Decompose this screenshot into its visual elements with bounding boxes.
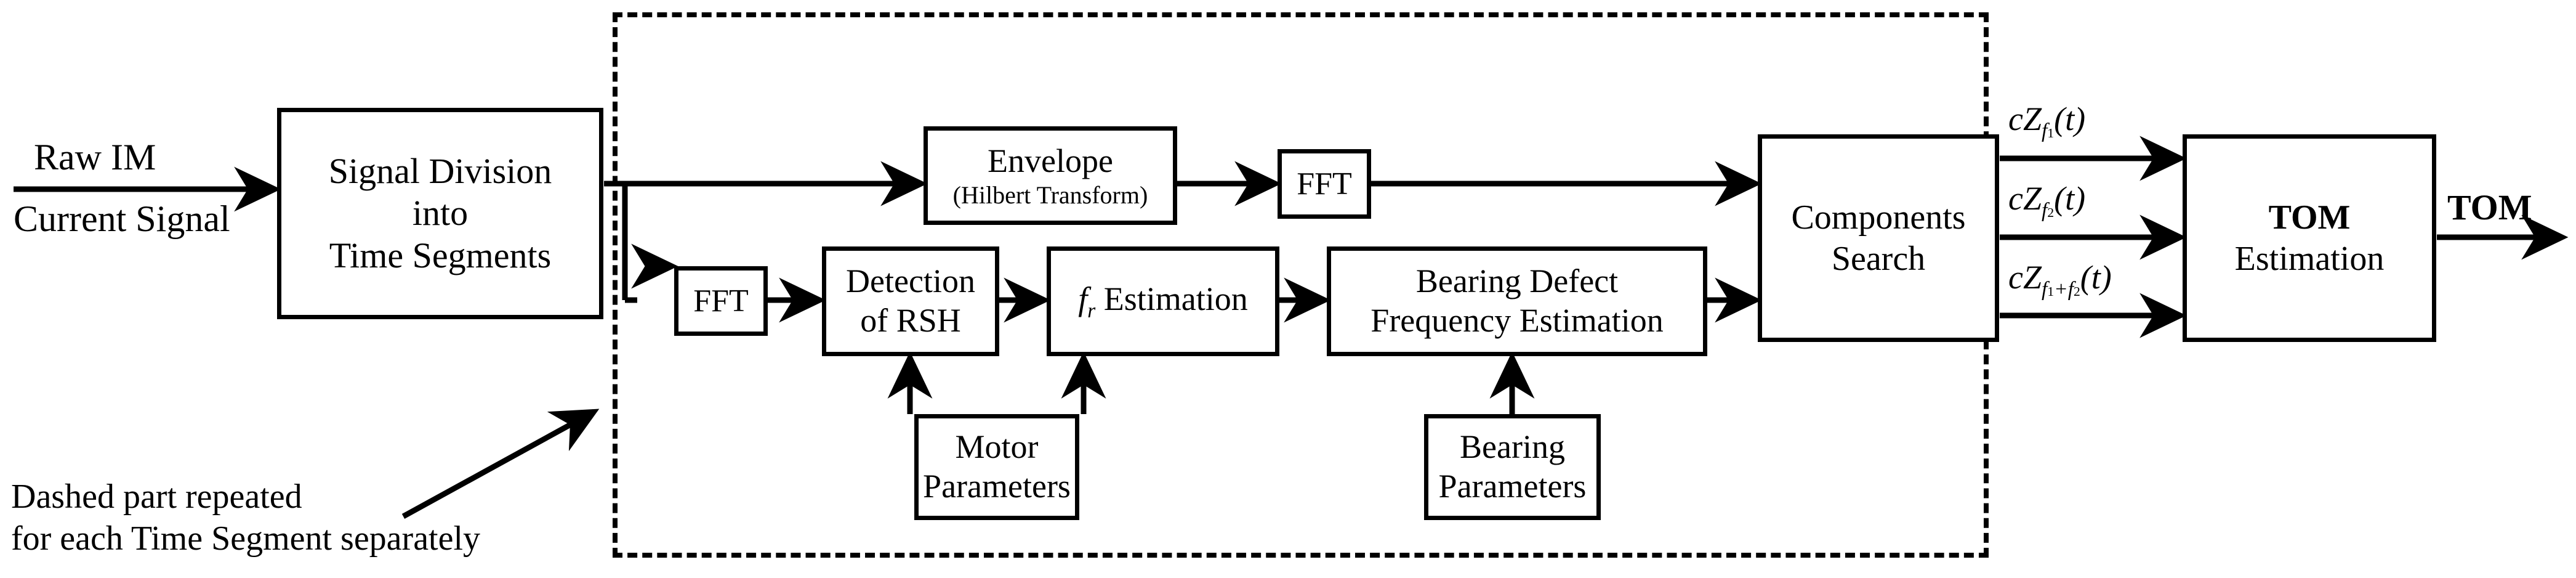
- box-signal-division-line3: Time Segments: [329, 235, 552, 275]
- box-motor-parameters[interactable]: Motor Parameters: [914, 414, 1079, 520]
- cz-f1-pre: cZ: [2008, 100, 2042, 137]
- box-bearing-defect-frequency-estimation[interactable]: Bearing Defect Frequency Estimation: [1327, 246, 1707, 356]
- cz-f2-post: (t): [2054, 180, 2086, 217]
- cz-f2-subsub: 2: [2047, 205, 2055, 220]
- cz-f1f2-sub: f: [2042, 277, 2048, 301]
- box-tom-estimation-line1: TOM: [2268, 198, 2351, 237]
- box-tom-estimation[interactable]: TOM Estimation: [2183, 134, 2436, 342]
- box-fft-top[interactable]: FFT: [1278, 149, 1371, 219]
- cz-f1f2-plus: +f: [2054, 277, 2074, 301]
- box-envelope-line1: Envelope: [988, 142, 1113, 179]
- box-components-search[interactable]: Components Search: [1758, 134, 1999, 342]
- signal-label-cz-f1: cZf1(t): [2008, 100, 2085, 142]
- box-fft-bottom-label: FFT: [693, 283, 749, 319]
- cz-f1f2-subsub: 1: [2047, 283, 2055, 299]
- cz-f1-subsub: 1: [2047, 125, 2055, 140]
- box-signal-division[interactable]: Signal Division into Time Segments: [277, 108, 603, 319]
- cz-f2-sub: f: [2042, 198, 2048, 222]
- box-bearing-parameters-line2: Parameters: [1438, 468, 1587, 505]
- signal-label-cz-f2: cZf2(t): [2008, 180, 2085, 222]
- box-fr-estimation[interactable]: fr Estimation: [1047, 246, 1279, 356]
- note-line1: Dashed part repeated: [11, 478, 302, 516]
- cz-f1f2-post: (t): [2080, 259, 2112, 296]
- box-fr-estimation-label: fr Estimation: [1078, 280, 1248, 323]
- box-envelope[interactable]: Envelope (Hilbert Transform): [924, 126, 1177, 225]
- fr-symbol: f: [1078, 280, 1088, 317]
- cz-f1f2-subsub2: 2: [2074, 283, 2080, 299]
- box-detection-of-rsh[interactable]: Detection of RSH: [822, 246, 999, 356]
- cz-f1-post: (t): [2054, 100, 2086, 137]
- box-detection-of-rsh-line1: Detection: [846, 263, 975, 300]
- box-tom-estimation-line2: Estimation: [2234, 239, 2385, 278]
- box-fft-bottom[interactable]: FFT: [674, 266, 768, 336]
- signal-label-cz-f1-plus-f2: cZf1+f2(t): [2008, 259, 2112, 301]
- box-fft-top-label: FFT: [1297, 166, 1352, 201]
- box-motor-parameters-line2: Parameters: [923, 468, 1071, 505]
- cz-f1f2-pre: cZ: [2008, 259, 2042, 296]
- fr-estimation-text: Estimation: [1095, 280, 1248, 317]
- box-signal-division-line1: Signal Division: [328, 150, 552, 191]
- input-label-line2: Current Signal: [14, 198, 230, 239]
- box-bearing-parameters[interactable]: Bearing Parameters: [1424, 414, 1601, 520]
- box-components-search-line2: Search: [1831, 239, 1926, 278]
- box-motor-parameters-line1: Motor: [955, 428, 1039, 466]
- box-detection-of-rsh-line2: of RSH: [860, 302, 961, 339]
- input-label-line1: Raw IM: [34, 137, 156, 177]
- cz-f2-pre: cZ: [2008, 180, 2042, 217]
- box-bearing-defect-line2: Frequency Estimation: [1371, 302, 1664, 339]
- note-line2: for each Time Segment separately: [11, 519, 481, 558]
- cz-f1-sub: f: [2042, 119, 2048, 142]
- box-bearing-parameters-line1: Bearing: [1460, 428, 1565, 466]
- output-label-tom: TOM: [2447, 187, 2532, 227]
- fr-subscript: r: [1087, 299, 1096, 322]
- box-envelope-subtitle: (Hilbert Transform): [952, 181, 1148, 210]
- box-signal-division-line2: into: [412, 193, 469, 234]
- box-components-search-line1: Components: [1791, 198, 1966, 237]
- box-bearing-defect-line1: Bearing Defect: [1415, 263, 1619, 300]
